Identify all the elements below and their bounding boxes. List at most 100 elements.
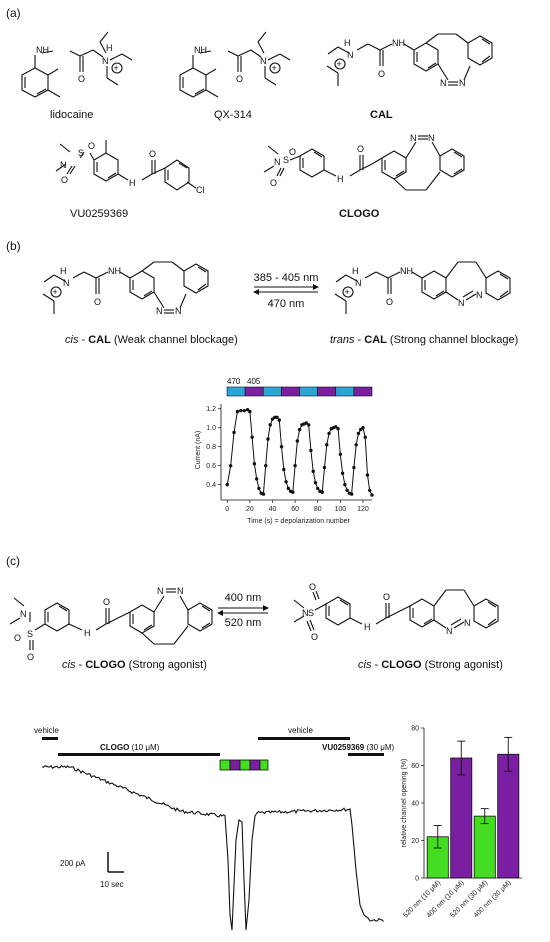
stimulus-segment-405 (353, 386, 373, 397)
current-data-point (261, 492, 266, 496)
cis-cal-plus-label: + (53, 287, 58, 297)
y-tick-label: 1.2 (206, 406, 216, 413)
vu-o3-label: O (149, 149, 156, 159)
current-data-point (327, 431, 331, 436)
current-data-point (295, 439, 300, 443)
current-data-point (252, 462, 257, 466)
stimulus-segment-470 (299, 386, 318, 397)
panel-b-label: (b) (6, 239, 21, 253)
trans-cal-azo-n2: N (476, 290, 483, 300)
current-data-point (232, 430, 236, 435)
arrow-b-top-label: 385 - 405 nm (254, 272, 319, 284)
current-data-point (370, 493, 374, 497)
clogo-right-caption: cis - CLOGO (Strong agonist) (358, 659, 503, 671)
qx314-charge-circle (269, 62, 281, 74)
cal-h-label: H (344, 38, 351, 48)
trans-cal-charge-circle (342, 286, 354, 298)
bar-y-axis-label: relative channel opening (%) (401, 759, 408, 848)
trans-cal-structure (334, 261, 511, 314)
clogo-left-o3-label: O (103, 597, 110, 607)
current-data-point (242, 408, 246, 413)
current-data-point (254, 477, 259, 481)
clogo-application-label: CLOGO (10 μM) (100, 743, 160, 752)
lidocaine-nh-label: NH (36, 45, 49, 55)
vu-application-bar (348, 753, 384, 756)
qx314-plus-label: + (272, 63, 277, 73)
lidocaine-plus-label: + (114, 63, 119, 73)
trans-cal-h-label: H (352, 266, 359, 276)
cal-name: CAL (370, 109, 393, 121)
trans-cal-n-label: N (355, 278, 362, 288)
current-data-point (297, 427, 302, 432)
cal-structure (326, 33, 493, 86)
arrow-c-top-label: 400 nm (225, 592, 262, 604)
current-data-point (275, 415, 279, 419)
bar-y-tick-label: 20 (411, 838, 419, 845)
y-tick-label: 1.0 (206, 425, 216, 432)
stim-470-label: 470 (227, 377, 241, 386)
clogo-o3-label: O (357, 144, 364, 154)
current-data-point (322, 465, 327, 470)
qx314-name: QX-314 (214, 109, 252, 121)
panel-c-label: (c) (6, 554, 20, 568)
trans-cal-o-label: O (386, 297, 393, 307)
current-data-point (338, 452, 343, 456)
x-tick-label: 120 (357, 506, 369, 513)
clogo-right-s-label: S (308, 608, 314, 618)
current-data-point (311, 469, 315, 474)
cis-cal-nh-label: NH (108, 266, 121, 276)
qx314-structure (179, 31, 291, 98)
cis-cal-charge-circle (50, 286, 62, 298)
current-data-point (277, 418, 281, 422)
clogo-s-label: S (283, 155, 289, 165)
stimulus-segment-470 (335, 386, 355, 397)
current-data-point (306, 423, 311, 427)
qx314-o-label: O (236, 74, 243, 84)
current-data-point (325, 443, 329, 447)
vu-o1-label: O (88, 141, 95, 151)
x-tick-label: 0 (225, 506, 229, 513)
bar-y-tick-label: 60 (411, 763, 419, 770)
scale-time-label: 10 sec (100, 880, 124, 889)
trans-cal-plus-label: + (345, 287, 350, 297)
current-data-point (293, 463, 297, 468)
current-data-point (228, 463, 233, 468)
x-tick-label: 20 (246, 506, 254, 513)
clogo-application-bar (58, 753, 220, 756)
clogo-right-azo-n1: N (446, 626, 453, 636)
vehicle-2-bar (258, 737, 350, 740)
current-data-point (340, 471, 345, 475)
clogo-right-o1-label: O (309, 582, 316, 592)
vu-nh-label: H (129, 178, 136, 188)
x-tick-label: 100 (334, 506, 346, 513)
cal-plus-label: + (337, 59, 342, 69)
current-data-point (239, 408, 243, 413)
current-data-point (304, 421, 309, 425)
clogo-left-o2-label: O (27, 652, 34, 662)
current-data-point (250, 435, 254, 439)
bar-y-tick-label: 0 (415, 876, 419, 883)
y-tick-label: 0.4 (206, 482, 216, 489)
scale-bar (107, 852, 124, 873)
bar-1 (450, 757, 473, 879)
clogo-right-structure (293, 589, 499, 632)
current-data-point (361, 426, 365, 430)
stimulus-segment-470 (262, 386, 282, 397)
current-data-point (349, 492, 354, 496)
current-data-point (309, 448, 313, 453)
clogo-o2-label: O (270, 178, 277, 188)
clogo-left-s-label: S (27, 629, 33, 639)
current-data-point (368, 488, 372, 493)
qx314-nh-label: NH (194, 45, 207, 55)
vu-s-label: S (78, 148, 84, 158)
current-data-point (320, 490, 324, 494)
vu-o2-label: O (61, 175, 68, 185)
clogo-h-label: H (337, 174, 344, 184)
cal-o-label: O (378, 69, 385, 79)
vu-name: VU0259369 (70, 208, 128, 220)
current-data-point (313, 481, 318, 485)
clogo-left-azo-n2: N (177, 586, 184, 596)
current-data-point (365, 473, 370, 477)
